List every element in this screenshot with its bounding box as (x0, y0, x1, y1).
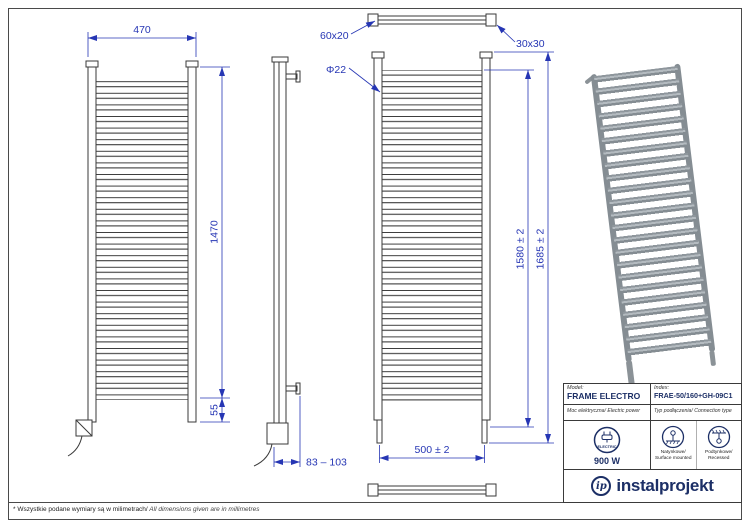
side-heater-box (266, 422, 289, 445)
rung-tubes (96, 76, 188, 400)
brand-logo: ip instalprojekt (564, 470, 741, 502)
electric-power-cell: ELECTRIC 900 W (564, 421, 651, 469)
brand-mark-text: ip (596, 480, 607, 492)
dim-text-width: 470 (133, 24, 151, 36)
surface-mounted-item: Natynkowe/ Surface mounted (651, 421, 697, 469)
connection-type-cell: Natynkowe/ Surface mounted Podtynkowe/ R… (651, 421, 741, 469)
bottom-plan-left-collector (367, 483, 379, 497)
dim-text-bottom-offset: 55 (209, 404, 221, 416)
side-top-cap (271, 56, 289, 63)
index-label: Index: (654, 385, 669, 391)
index-cell: Index: FRAE-50/160+GH-09C1 (651, 384, 741, 404)
dim-height-1470: 1470 55 (200, 66, 230, 423)
wall-bracket-bottom-hook (295, 382, 301, 395)
index-value: FRAE-50/160+GH-09C1 (654, 391, 733, 400)
label-collector-profile: 30x30 (516, 38, 545, 50)
front-view (67, 60, 199, 457)
wall-bracket-top-hook (295, 70, 301, 83)
brand-name: instalprojekt (616, 476, 714, 495)
left-connection-pin (376, 419, 383, 444)
dim-text-total-height: 1685 ± 2 (535, 228, 547, 269)
side-view (253, 56, 301, 467)
footnote-english: All dimensions given are in millimetres (147, 506, 260, 513)
model-cell: Model: FRAME ELECTRO (564, 384, 651, 404)
right-collector (187, 66, 197, 423)
title-block-row-specs: ELECTRIC 900 W Natynkowe (564, 421, 741, 470)
title-block-row-headers: Moc elektryczna/ Electric power Typ podł… (564, 405, 741, 421)
dim-mount-height: 1580 ± 2 (484, 69, 534, 428)
right-collector-cap (185, 60, 199, 68)
right-connection-pin (481, 419, 488, 444)
title-block: Model: FRAME ELECTRO Index: FRAE-50/160+… (563, 383, 742, 503)
label-pipe-diameter: Φ22 (326, 64, 346, 76)
profile-labels: 60x20 Φ22 30x30 (320, 20, 545, 93)
dim-total-height: 1685 ± 2 (489, 51, 554, 444)
power-header: Moc elektryczna/ Electric power (564, 405, 651, 420)
dim-text-depth-range: 83 – 103 (306, 457, 347, 469)
sheet-border (8, 8, 742, 520)
side-body (273, 61, 287, 424)
conn-left-collector (373, 57, 383, 421)
conn-left-cap (371, 51, 385, 59)
dim-depth-range: 83 – 103 (273, 396, 347, 469)
dim-bottom-width: 500 ± 2 (379, 444, 485, 463)
conn-right-collector (481, 57, 491, 421)
surface-mounted-icon (662, 425, 685, 449)
recessed-icon (707, 425, 730, 449)
bottom-plan-right-collector (485, 483, 497, 497)
wall-bracket-top (285, 73, 298, 80)
label-tube-profile: 60x20 (320, 30, 349, 42)
dim-text-height: 1470 (209, 220, 221, 244)
power-value: 900 W (593, 455, 620, 466)
conn-rung-tubes (382, 70, 482, 402)
connection-view (367, 13, 497, 497)
power-cable (67, 435, 83, 457)
left-collector-cap (85, 60, 99, 68)
top-plan-right-collector (485, 13, 497, 27)
left-collector (87, 66, 97, 423)
dim-width-470: 470 (87, 24, 197, 57)
dim-text-bottom-width: 500 ± 2 (415, 444, 450, 456)
electric-power-icon: ELECTRIC (593, 426, 621, 453)
brand-logo-icon: ip (591, 476, 612, 496)
title-block-row-model: Model: FRAME ELECTRO Index: FRAE-50/160+… (564, 384, 741, 405)
wall-bracket-bottom (285, 385, 298, 392)
connection-header: Typ podłączenia/ Connection type (654, 408, 732, 414)
recessed-item: Podtynkowe/ Recessed (697, 421, 742, 469)
surface-mounted-label: Natynkowe/ Surface mounted (654, 450, 692, 462)
electric-badge-text: ELECTRIC (598, 445, 617, 449)
footnote: * Wszystkie podane wymiary są w milimetr… (13, 506, 259, 513)
conn-right-cap (479, 51, 493, 59)
model-value: FRAME ELECTRO (567, 391, 641, 401)
footnote-polish: * Wszystkie podane wymiary są w milimetr… (13, 506, 148, 513)
dim-text-mount-height: 1580 ± 2 (515, 228, 527, 269)
heating-element-diagonal (75, 419, 93, 437)
side-power-cable (253, 443, 273, 467)
model-label: Model: (567, 385, 584, 391)
recessed-label: Podtynkowe/ Recessed (705, 450, 733, 462)
